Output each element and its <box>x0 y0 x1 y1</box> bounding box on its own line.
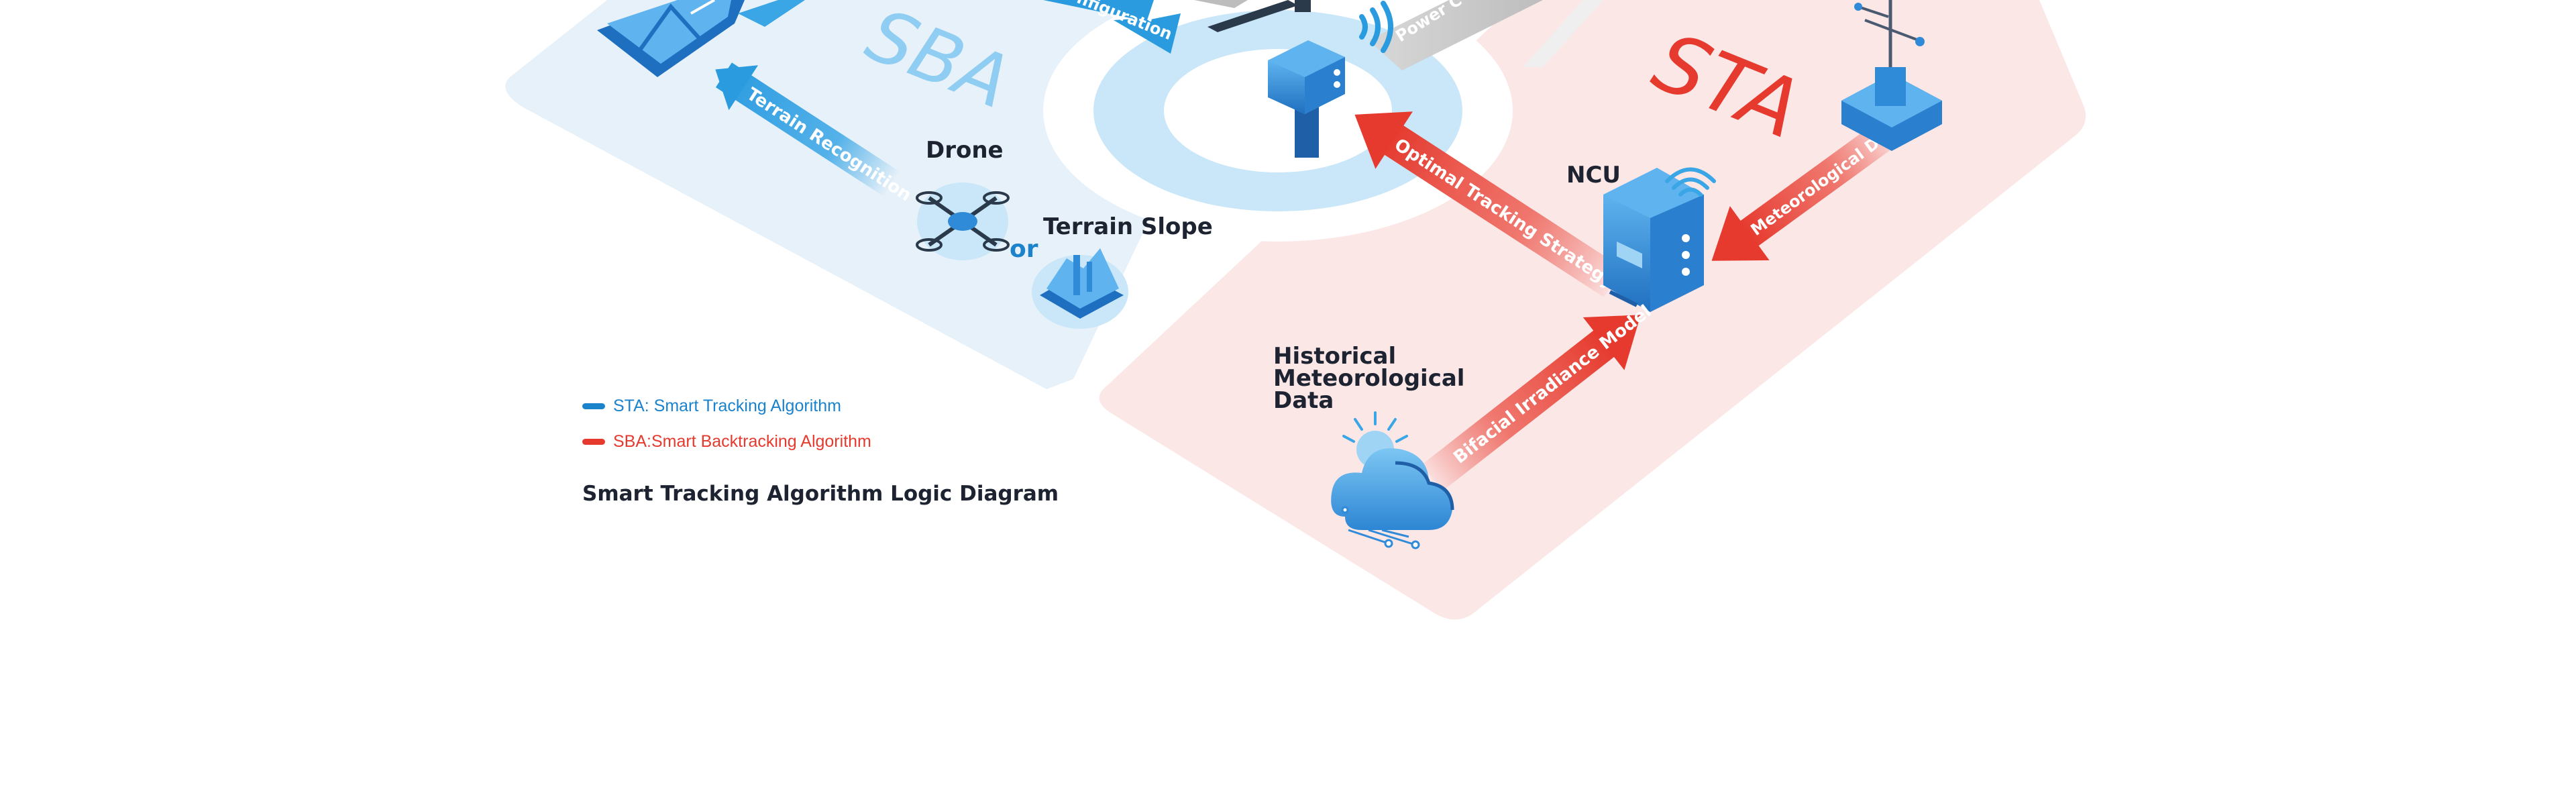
or-label: or <box>1010 235 1038 263</box>
grey-band-right <box>1523 0 1603 67</box>
ncu-device-icon <box>1603 168 1704 312</box>
wireless-signal-icon <box>1359 1 1393 53</box>
terrain-slope-icon <box>1032 248 1128 329</box>
ncu-wifi-icon <box>1665 167 1716 197</box>
legend-swatch-sta <box>582 403 605 409</box>
drone-icon <box>916 182 1010 260</box>
historical-label-line1: Historical <box>1273 343 1396 370</box>
ncu-label: NCU <box>1566 162 1621 189</box>
drone-label: Drone <box>926 137 1004 164</box>
weather-station-icon <box>1841 0 1942 151</box>
grey-arrow-top <box>1194 0 1248 8</box>
legend-item-sta: STA: Smart Tracking Algorithm <box>582 397 841 416</box>
partial-arrow-top <box>738 0 805 27</box>
legend-text-sta: STA: Smart Tracking Algorithm <box>613 397 841 415</box>
cloud-data-icon <box>1331 411 1454 549</box>
terrain-slope-label: Terrain Slope <box>1043 213 1213 240</box>
historical-label-line3: Data <box>1273 387 1334 414</box>
historical-label-line2: Meteorological <box>1273 365 1464 392</box>
solar-panel-icon <box>597 0 745 77</box>
legend-item-sba: SBA:Smart Backtracking Algorithm <box>582 432 871 452</box>
power-arrow <box>1368 0 1543 70</box>
tracker-controller-icon <box>1208 0 1345 687</box>
legend-text-sba: SBA:Smart Backtracking Algorithm <box>613 432 871 451</box>
legend-swatch-sba <box>582 439 605 445</box>
diagram-caption: Smart Tracking Algorithm Logic Diagram <box>582 482 1059 506</box>
